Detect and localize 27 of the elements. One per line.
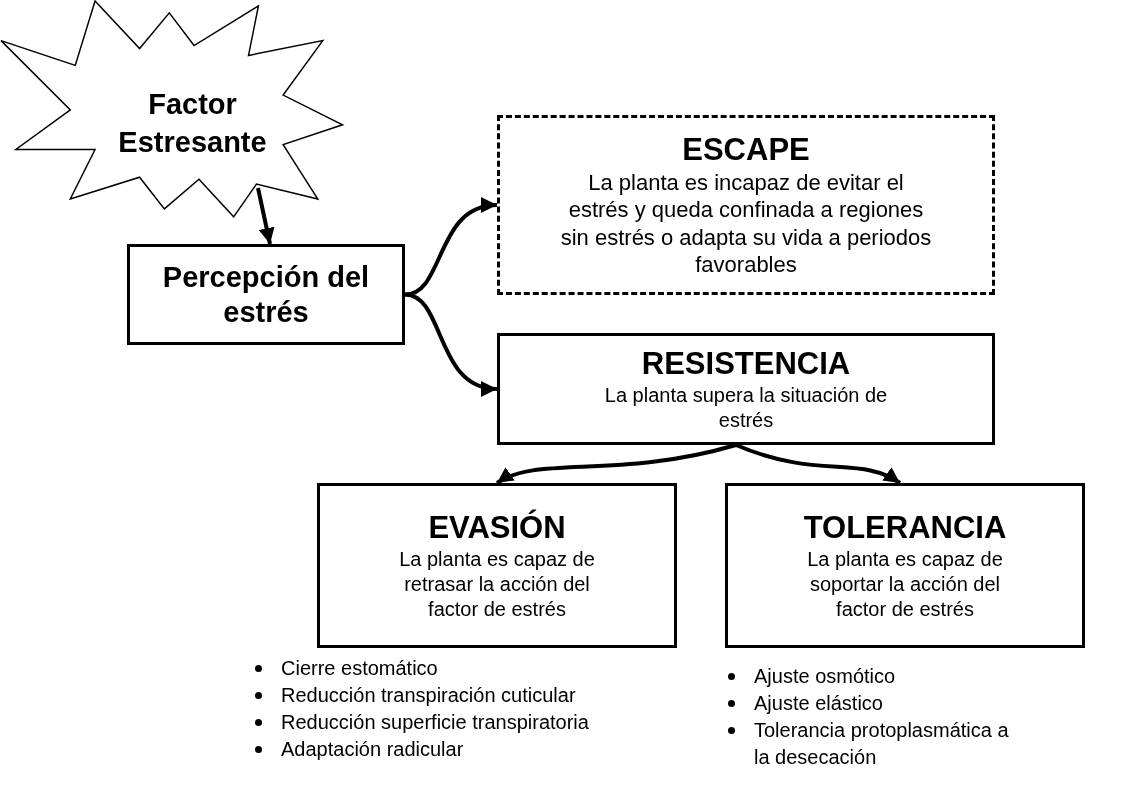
box-heading: Percepción del estrés — [161, 259, 371, 330]
process-box — [317, 483, 677, 648]
starburst-shape — [0, 0, 345, 218]
bullet-item: Reducción superficie transpiratoria — [281, 710, 589, 735]
bullet-item: Reducción transpiración cuticular — [281, 683, 576, 708]
process-box — [127, 244, 405, 345]
bullet-item: Cierre estomático — [281, 656, 438, 681]
box-heading: ESCAPE — [682, 131, 810, 169]
process-box — [497, 115, 995, 295]
box-heading: EVASIÓN — [428, 509, 566, 547]
arrow — [735, 443, 902, 485]
box-description: La planta es incapaz de evitar el estrés y queda confinada a regiones sin estrés o adapta su vida a periodos favorables — [559, 168, 933, 279]
bullet-item: Ajuste elástico — [754, 691, 883, 716]
box-heading: TOLERANCIA — [803, 509, 1007, 547]
process-box — [497, 333, 995, 445]
arrow — [404, 292, 498, 395]
bullet-item: Tolerancia protoplasmática a la desecación — [754, 718, 1010, 770]
bullet-item: Ajuste osmótico — [754, 664, 896, 689]
burst-label: Factor Estresante — [117, 87, 268, 160]
box-description: La planta es capaz de retrasar la acción del factor de estrés — [398, 546, 596, 622]
box-description: La planta es capaz de soportar la acción del factor de estrés — [806, 546, 1004, 622]
process-box — [725, 483, 1085, 648]
box-heading: RESISTENCIA — [641, 345, 851, 383]
arrow — [404, 199, 498, 297]
arrow — [496, 443, 737, 485]
box-description: La planta supera la situación de estrés — [603, 382, 889, 433]
bullet-item: Adaptación radicular — [281, 737, 464, 762]
